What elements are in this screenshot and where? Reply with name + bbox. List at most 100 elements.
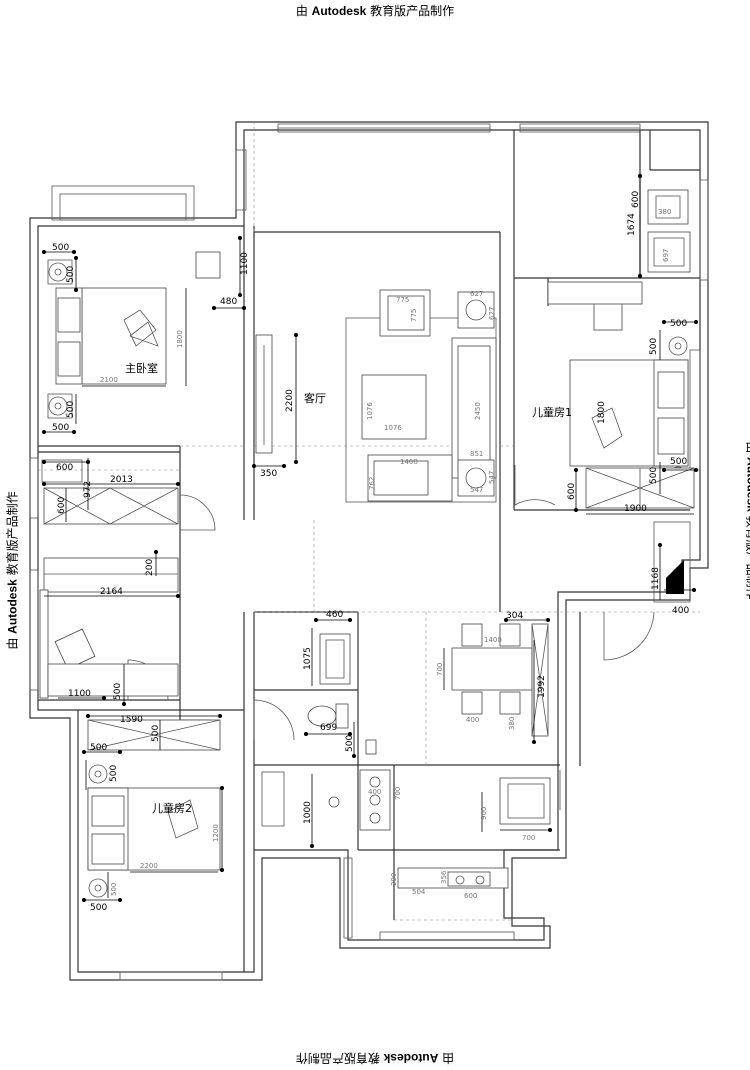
dim-lv-627-b: 627 (488, 307, 496, 320)
windows (29, 123, 709, 981)
closet-left (39, 459, 179, 699)
dim-wc-1000: 1000 (303, 801, 313, 824)
dim-bt-697: 697 (662, 249, 670, 262)
dim-mb-500-c: 500 (66, 266, 76, 283)
dim-k2-500-c: 500 (109, 765, 119, 782)
watermark-top: 由 Autodesk 教育版产品制作 (0, 2, 750, 19)
dim-cl-1100: 1100 (68, 689, 91, 699)
dim-wc-699: 699 (320, 723, 337, 733)
dim-kt-504: 504 (412, 888, 426, 896)
dim-lv-1076-b: 1076 (384, 424, 402, 432)
dim-lv-350: 350 (260, 469, 277, 479)
dim-k2-1200: 1200 (212, 824, 220, 842)
toilet-area (261, 633, 377, 827)
dim-mb-500-d: 500 (66, 401, 76, 418)
dim-dn-1400: 1400 (484, 636, 502, 644)
dim-lv-775-a: 775 (396, 296, 409, 304)
dim-dn-400: 400 (466, 716, 479, 724)
dim-kt-290: 290 (390, 873, 398, 886)
dim-k2-500-a: 500 (151, 725, 161, 742)
dim-mb-1800: 1800 (176, 330, 184, 348)
dim-bt-600: 600 (631, 191, 641, 208)
kitchen (359, 769, 551, 889)
watermark-brand: Autodesk (311, 4, 367, 18)
dim-wc-460: 460 (326, 610, 343, 620)
dim-k1-500-b: 500 (649, 338, 659, 355)
dim-bt-380: 380 (658, 208, 671, 216)
dim-k2-500-e: 500 (90, 903, 107, 913)
dim-dn-1992: 1992 (537, 675, 547, 698)
dim-k2-500-d: 500 (110, 883, 118, 896)
dim-lv-2200: 2200 (285, 389, 295, 412)
dim-k2-2200: 2200 (140, 862, 158, 870)
dim-wc-1075: 1075 (303, 647, 313, 670)
dim-lv-2450: 2450 (474, 402, 482, 420)
watermark-brand: Autodesk (5, 579, 20, 634)
dim-mb-2100: 2100 (100, 376, 118, 384)
master-bedroom-label: 主卧室 (125, 361, 158, 375)
dim-dn-700: 700 (436, 663, 444, 676)
dim-cl-200: 200 (145, 559, 155, 576)
kids-room-1 (547, 281, 695, 509)
watermark-suffix: 教育版产品制作 (744, 515, 750, 600)
dim-kt-400: 400 (368, 788, 381, 796)
watermark-brand: Autodesk (383, 1051, 439, 1065)
dim-dn-304: 304 (506, 611, 523, 621)
dim-k1-600: 600 (567, 483, 577, 500)
dim-lv-775-b: 775 (410, 309, 418, 322)
kids-room-2-label: 儿童房2 (152, 801, 192, 815)
dim-mb-480: 480 (220, 297, 237, 307)
watermark-prefix: 由 (5, 633, 20, 650)
dimension-labels: 500 500 500 500 1100 480 1800 2100 2200 … (52, 191, 689, 913)
dining-area (451, 623, 549, 737)
dim-mb-500-a: 500 (52, 243, 69, 253)
dim-cl-2013: 2013 (110, 475, 133, 485)
dim-mb-1100: 1100 (240, 252, 250, 275)
dim-k1-1900: 1900 (624, 504, 647, 514)
dim-k2-500-b: 500 (90, 743, 107, 753)
dim-lv-1400: 1400 (400, 458, 418, 466)
living-room-label: 客厅 (304, 391, 326, 405)
dim-lv-851: 851 (470, 450, 483, 458)
watermark-left: 由 Autodesk 教育版产品制作 (4, 491, 21, 651)
watermark-prefix: 由 (438, 1051, 455, 1065)
bathroom-top-right (647, 189, 691, 603)
kids-room-1-label: 儿童房1 (532, 405, 572, 419)
kids-room-2 (87, 719, 221, 898)
dim-lv-1076-a: 1076 (366, 402, 374, 420)
dim-cl-972: 972 (83, 481, 93, 498)
watermark-suffix: 教育版产品制作 (5, 491, 20, 580)
watermark-suffix: 教育版产品制作 (366, 4, 455, 18)
dim-cl-600-a: 600 (56, 463, 73, 473)
dim-st-1168: 1168 (651, 567, 661, 590)
living-room (255, 289, 497, 503)
watermark-bottom: 由 Autodesk 教育版产品制作 (0, 1050, 750, 1067)
dimension-lines (44, 176, 696, 901)
dim-cl-600-b: 600 (57, 497, 67, 514)
dim-lv-547: 547 (470, 486, 483, 494)
watermark-right: 由 Autodesk 教育版产品制作 (744, 441, 750, 601)
dim-kt-700: 700 (394, 787, 402, 800)
dim-cl-2164: 2164 (100, 587, 123, 597)
dim-kt-600: 600 (464, 892, 477, 900)
dim-kt-700-b: 700 (522, 834, 535, 842)
watermark-brand: Autodesk (744, 457, 750, 512)
dim-kt-356: 356 (440, 870, 448, 884)
dim-k1-1800: 1800 (597, 401, 607, 424)
dim-cl-500: 500 (113, 683, 123, 700)
watermark-suffix: 教育版产品制作 (295, 1051, 384, 1065)
dim-lv-762: 762 (368, 477, 376, 490)
dim-k1-500-d: 500 (670, 457, 687, 467)
dim-bt-1674: 1674 (627, 213, 637, 236)
dim-st-400: 400 (672, 606, 689, 616)
dim-k2-1590: 1590 (120, 715, 143, 725)
dim-lv-627: 627 (470, 290, 483, 298)
dim-lv-547-b: 547 (488, 471, 496, 484)
dimension-dots (42, 174, 698, 902)
watermark-prefix: 由 (295, 4, 312, 18)
dim-wc-500: 500 (345, 735, 355, 752)
dim-k1-500-a: 500 (670, 319, 687, 329)
dim-dn-380: 380 (508, 717, 516, 730)
master-bedroom (47, 251, 221, 419)
